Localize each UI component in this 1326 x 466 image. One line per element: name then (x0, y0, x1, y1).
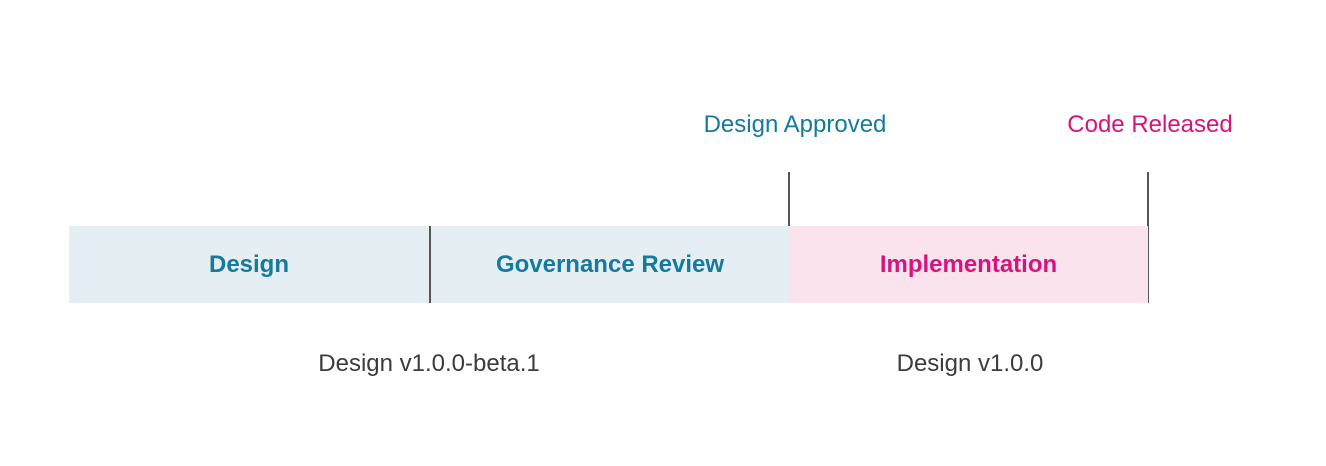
version-label-design-beta: Design v1.0.0-beta.1 (318, 350, 540, 377)
milestone-line-code-released (1147, 172, 1149, 303)
phase-implementation: Implementation (789, 226, 1148, 303)
phase-governance-review-label: Governance Review (495, 250, 725, 278)
phase-design: Design (69, 226, 429, 303)
milestone-label-code-released: Code Released (1067, 111, 1233, 138)
phase-divider (429, 226, 431, 303)
phase-governance-review: Governance Review (431, 226, 789, 303)
phase-bar: Design Governance Review Implementation (69, 226, 1148, 303)
phase-design-label: Design (208, 250, 289, 278)
phase-implementation-label: Implementation (879, 250, 1058, 278)
version-label-design-release: Design v1.0.0 (896, 350, 1044, 377)
milestone-label-design-approved: Design Approved (703, 111, 887, 138)
